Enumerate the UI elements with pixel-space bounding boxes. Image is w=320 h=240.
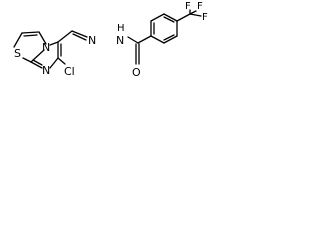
chemical-structure-diagram: S N N Cl N N H O F F F — [13, 1, 208, 79]
bond-co-ar1 — [137, 35, 152, 44]
atom-n-hydrazone-2: N — [116, 34, 124, 47]
bond-cf3-f2 — [189, 10, 197, 15]
bond-c1-c2-double — [23, 34, 38, 37]
bond-ar2-ar3 — [150, 13, 165, 22]
atom-n-bridge: N — [42, 41, 50, 54]
bond-c1-c2 — [21, 31, 40, 34]
bond-c6-cl — [57, 57, 66, 65]
atom-f2: F — [197, 1, 203, 12]
bond-c5-n-bridge — [49, 41, 59, 46]
atom-n-imidazole: N — [42, 64, 50, 77]
atom-f3: F — [202, 12, 208, 23]
bond-ar3-ar4-inner — [163, 16, 175, 23]
atom-f1: F — [185, 1, 191, 12]
bond-ar4-cf3 — [176, 13, 191, 22]
atom-h: H — [117, 23, 125, 34]
bond-c-fused-n-imid — [30, 61, 43, 69]
bond-s-c1 — [13, 32, 23, 48]
bond-s-c-fused — [22, 57, 32, 63]
atom-cl: Cl — [64, 65, 75, 78]
atom-o: O — [132, 66, 141, 79]
bond-ch-n1-double — [72, 33, 87, 41]
bond-c5-ch — [57, 30, 73, 43]
structure-canvas: S N N Cl N N H O F F F — [0, 0, 218, 100]
bond-c2-n-bridge — [38, 31, 47, 45]
bond-cf3-f3 — [189, 13, 202, 17]
atom-n-hydrazone-1: N — [88, 34, 96, 47]
bond-ar5-ar6 — [163, 35, 178, 44]
bond-ar6-ar1 — [150, 35, 165, 44]
atom-s: S — [14, 47, 21, 60]
bond-ch-n1 — [71, 30, 88, 38]
bond-n2-co — [127, 36, 139, 44]
bond-ar3-ar4 — [163, 13, 178, 22]
bond-c-fused-n-imid-double — [32, 59, 43, 66]
bond-ar5-ar6-inner — [163, 34, 175, 41]
bond-n-imid-c6 — [49, 57, 59, 69]
